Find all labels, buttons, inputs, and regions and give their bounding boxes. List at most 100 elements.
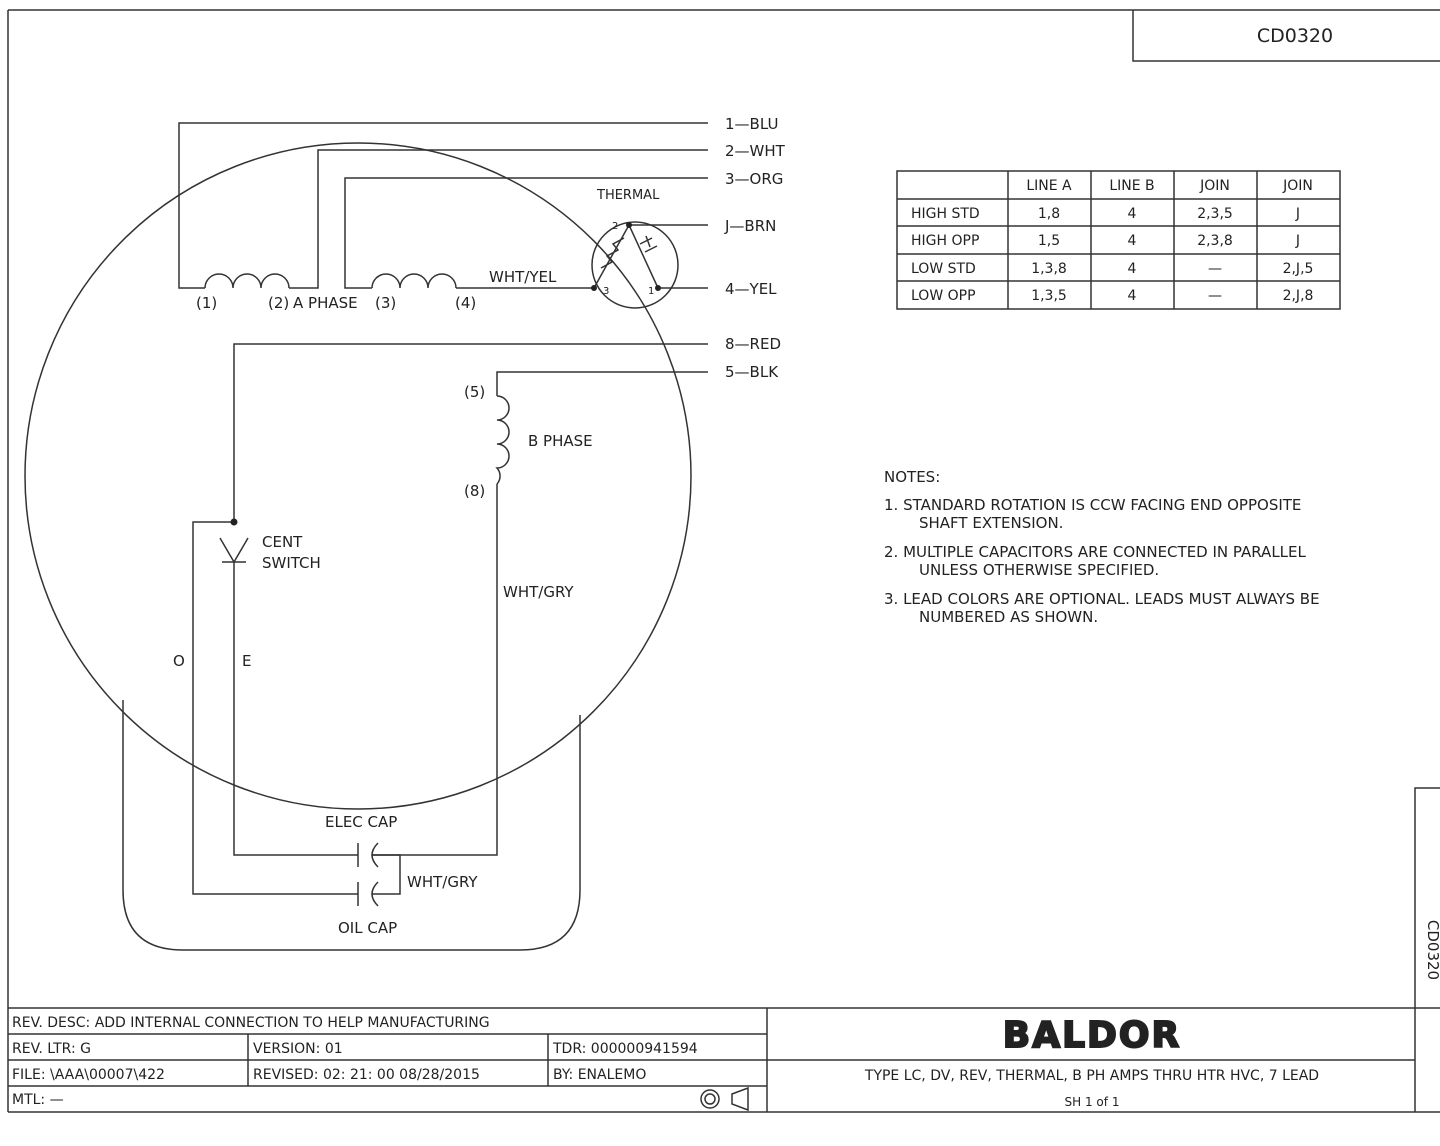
table-cell: 1,8 (1038, 206, 1060, 222)
table-cell: J (1295, 233, 1300, 249)
version: VERSION: 01 (253, 1041, 343, 1057)
thermal-label: THERMAL (596, 188, 660, 203)
lead-label-1: 1—BLU (725, 115, 778, 133)
material: MTL: — (12, 1092, 64, 1108)
a-phase-terminal-2: (2) (268, 294, 289, 312)
cap-parallel-link (372, 854, 401, 895)
wht-yel-label: WHT/YEL (489, 268, 557, 286)
b-phase-terminal-8: (8) (464, 482, 485, 500)
drawing-description: TYPE LC, DV, REV, THERMAL, B PH AMPS THR… (864, 1068, 1319, 1084)
side-drawing-number: CD0320 (1424, 920, 1440, 980)
a-phase-terminal-3: (3) (375, 294, 396, 312)
table-header-cell: LINE A (1026, 178, 1072, 194)
lead-8-wire (233, 343, 708, 522)
lead-label-2: 2—WHT (725, 142, 786, 160)
oil-cap-label: OIL CAP (338, 919, 397, 937)
capacitor-housing (122, 700, 581, 951)
lead-1-wire (178, 122, 708, 289)
sheet-number: SH 1 of 1 (1065, 1095, 1120, 1109)
drawing-number-box (1132, 10, 1440, 62)
note-1-line-2: SHAFT EXTENSION. (919, 514, 1063, 532)
lead-5-wire (496, 371, 708, 396)
thermal-terminal-1: 1 (648, 286, 654, 297)
tdr-number: TDR: 000000941594 (552, 1041, 698, 1057)
table-row-label: HIGH OPP (911, 233, 979, 249)
thermal-terminal-3-dot (591, 285, 597, 291)
thermal-terminal-2: 2 (612, 221, 618, 232)
lead-label-j: J—BRN (724, 217, 776, 235)
thermal-terminal-2-dot (626, 222, 632, 228)
file-path: FILE: \AAA\00007\422 (12, 1067, 165, 1083)
a-phase-terminal-4: (4) (455, 294, 476, 312)
notes-title: NOTES: (884, 468, 940, 486)
table-cell: 4 (1128, 206, 1137, 222)
cent-switch-label-1: CENT (262, 533, 303, 551)
b-phase-coil (495, 395, 510, 485)
table-row-label: LOW STD (911, 261, 976, 277)
elec-cap-label: ELEC CAP (325, 813, 397, 831)
a-phase-terminal-1: (1) (196, 294, 217, 312)
lead-label-5: 5—BLK (725, 363, 779, 381)
lead-label-8: 8—RED (725, 335, 781, 353)
table-cell: 4 (1128, 233, 1137, 249)
table-cell: 1,5 (1038, 233, 1060, 249)
a-phase-label: A PHASE (293, 294, 358, 312)
thermal-terminal-1-dot (655, 285, 661, 291)
b-phase-terminal-5: (5) (464, 383, 485, 401)
connection-table-border (896, 170, 1341, 310)
o-wire (192, 521, 358, 895)
table-cell: 4 (1128, 261, 1137, 277)
note-2-line-1: 2. MULTIPLE CAPACITORS ARE CONNECTED IN … (884, 543, 1307, 561)
lead-label-3: 3—ORG (725, 170, 783, 188)
a-phase-coil-2 (371, 273, 457, 289)
rev-desc: REV. DESC: ADD INTERNAL CONNECTION TO HE… (12, 1015, 490, 1031)
note-3-line-2: NUMBERED AS SHOWN. (919, 608, 1098, 626)
o-label: O (173, 652, 185, 670)
lead-2-wire (289, 149, 708, 289)
cent-switch-label-2: SWITCH (262, 554, 321, 572)
wht-gry-label-2: WHT/GRY (407, 873, 478, 891)
thermal-protector-circle (591, 221, 679, 309)
baldor-logo: BALDOR (1003, 1015, 1181, 1056)
table-header-cell: JOIN (1199, 178, 1230, 194)
drawing-number: CD0320 (1257, 25, 1333, 47)
table-cell: 1,3,5 (1031, 288, 1067, 304)
table-header-cell: LINE B (1109, 178, 1154, 194)
drawn-by: BY: ENALEMO (553, 1067, 646, 1083)
a-phase-coil-1 (204, 273, 290, 289)
table-cell: J (1295, 206, 1300, 222)
wht-gry-wire (372, 484, 498, 856)
thermal-resistor-zigzag (600, 237, 625, 269)
thermal-contact-symbol (639, 235, 658, 253)
note-3-line-1: 3. LEAD COLORS ARE OPTIONAL. LEADS MUST … (884, 590, 1320, 608)
table-cell: 2,J,5 (1283, 261, 1314, 277)
side-tab-box (1414, 787, 1440, 1112)
lead-label-4: 4—YEL (725, 280, 777, 298)
projection-symbol-cone (731, 1086, 749, 1112)
table-cell: 1,3,8 (1031, 261, 1067, 277)
lead-3-wire (344, 177, 708, 289)
projection-symbol-circle-inner (704, 1093, 716, 1105)
table-row-label: HIGH STD (911, 206, 980, 222)
table-cell: — (1208, 261, 1222, 277)
note-1-line-1: 1. STANDARD ROTATION IS CCW FACING END O… (884, 496, 1301, 514)
revised-date: REVISED: 02: 21: 00 08/28/2015 (253, 1067, 480, 1083)
table-row-label: LOW OPP (911, 288, 976, 304)
table-cell: 4 (1128, 288, 1137, 304)
rev-ltr: REV. LTR: G (12, 1041, 91, 1057)
table-cell: 2,3,8 (1197, 233, 1233, 249)
e-label: E (242, 652, 251, 670)
table-cell: — (1208, 288, 1222, 304)
note-2-line-2: UNLESS OTHERWISE SPECIFIED. (919, 561, 1159, 579)
wht-gry-label-1: WHT/GRY (503, 583, 574, 601)
projection-symbol-circle-outer (700, 1089, 720, 1109)
e-wire (233, 562, 358, 856)
cent-switch-symbol (219, 537, 249, 564)
table-cell: 2,J,8 (1283, 288, 1314, 304)
table-header-cell: JOIN (1282, 178, 1313, 194)
thermal-terminal-3: 3 (603, 286, 609, 297)
b-phase-label: B PHASE (528, 432, 593, 450)
motor-circle (24, 142, 692, 810)
